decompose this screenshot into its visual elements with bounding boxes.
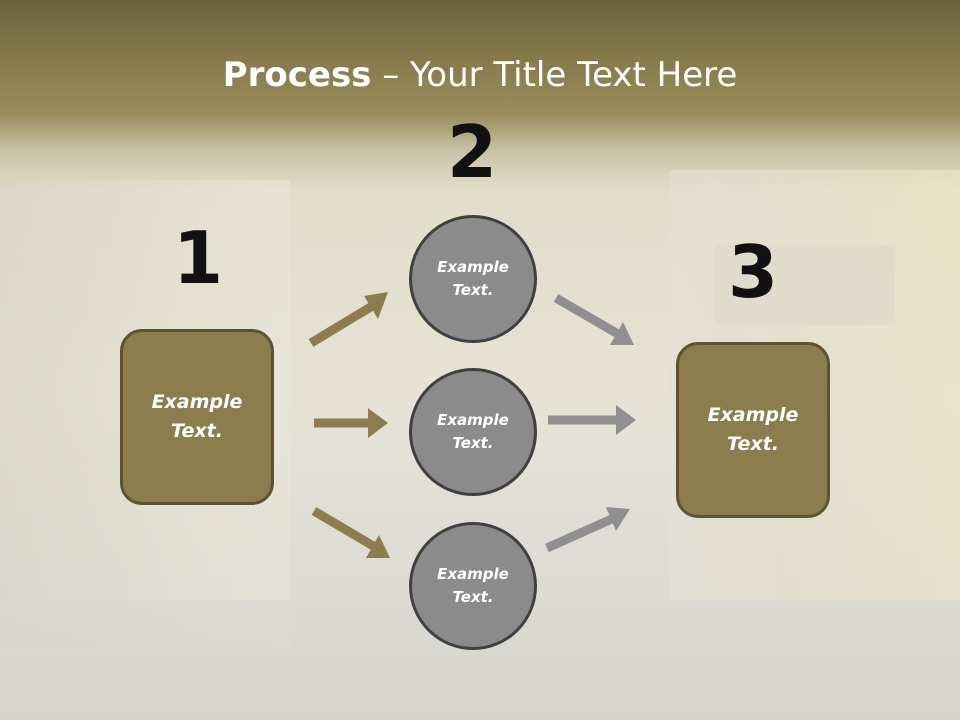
background-beam [715, 245, 895, 325]
arrow-right-down [553, 294, 634, 345]
step-number-3[interactable]: 3 [727, 230, 779, 314]
process-circle-top[interactable]: Example Text. [409, 215, 537, 343]
arrow-right-up [545, 507, 630, 553]
process-circle-middle[interactable]: Example Text. [409, 368, 537, 496]
arrow-left-straight [314, 408, 388, 438]
right-process-box[interactable]: Example Text. [676, 342, 830, 518]
process-circle-bottom[interactable]: Example Text. [409, 522, 537, 650]
arrow-left-up [308, 292, 388, 347]
slide-title-bold: Process [222, 55, 372, 95]
step-number-1[interactable]: 1 [172, 216, 224, 300]
step-number-2[interactable]: 2 [446, 110, 498, 194]
arrow-left-down [311, 507, 390, 558]
arrow-right-straight [548, 405, 636, 435]
slide-title[interactable]: Process – Your Title Text Here [0, 52, 960, 98]
left-process-box[interactable]: Example Text. [120, 329, 274, 505]
slide-title-rest: – Your Title Text Here [371, 55, 738, 95]
